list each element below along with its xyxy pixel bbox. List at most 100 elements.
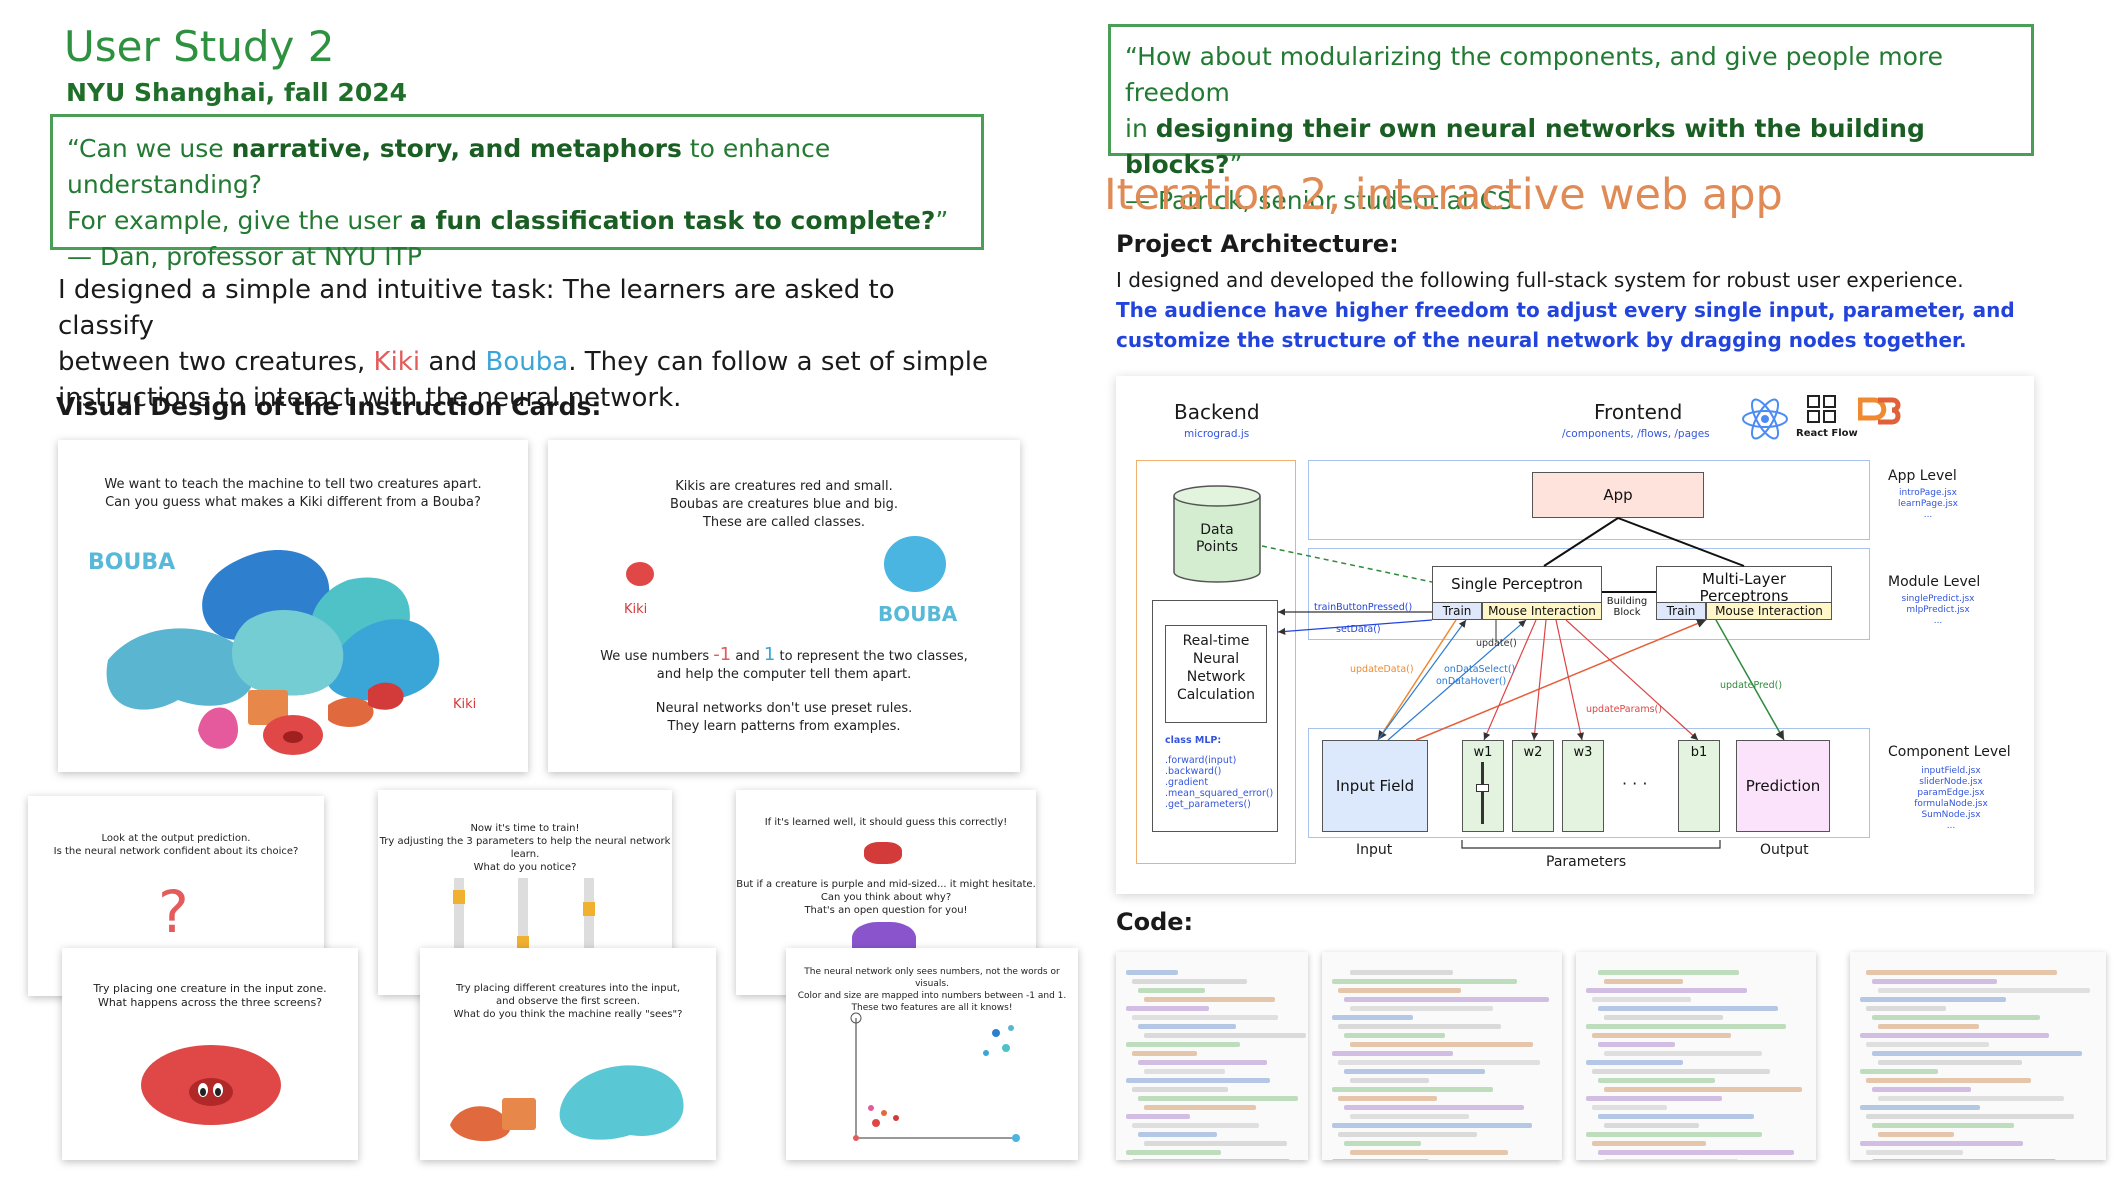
code-line — [1144, 1033, 1306, 1038]
train-button-event: trainButtonPressed() — [1314, 602, 1413, 613]
react-flow-icon — [1807, 395, 1836, 423]
file-name: sliderNode.jsx — [1919, 777, 1983, 787]
code-line — [1344, 1105, 1525, 1110]
code-line — [1586, 988, 1747, 993]
mlp-method: .get_parameters() — [1165, 799, 1251, 810]
update-data-event: updateData() — [1350, 664, 1414, 675]
node-text: Prediction — [1745, 777, 1821, 795]
app-level-label: App Level — [1888, 468, 1957, 484]
update-event: update() — [1476, 638, 1517, 649]
input-label: Input — [1356, 842, 1393, 858]
page-subtitle: NYU Shanghai, fall 2024 — [66, 78, 408, 107]
code-line — [1604, 1159, 1739, 1160]
code-line — [1350, 1006, 1493, 1011]
arch-text-highlight: The audience have higher freedom to adju… — [1116, 298, 2015, 322]
code-line — [1878, 1132, 1954, 1137]
code-line — [1592, 1105, 1667, 1110]
bias-node-b1[interactable]: b1 — [1678, 740, 1720, 832]
node-text: Real-time — [1182, 633, 1250, 649]
code-line — [1144, 1069, 1225, 1074]
code-line — [1344, 1069, 1485, 1074]
code-line — [1344, 1141, 1421, 1146]
kiki-label: Kiki — [453, 697, 477, 712]
code-screenshot-3 — [1576, 952, 1816, 1160]
code-line — [1872, 1015, 2040, 1020]
file-name: ... — [1946, 821, 1956, 831]
instruction-card-1: We want to teach the machine to tell two… — [58, 440, 528, 772]
kiki-label: Kiki — [373, 347, 421, 377]
mouse-interaction-tag[interactable]: Mouse Interaction — [1706, 602, 1832, 620]
card-text: What do you notice? — [473, 862, 577, 873]
weight-node-w3[interactable]: w3 — [1562, 740, 1604, 832]
code-line — [1598, 1150, 1794, 1155]
code-screenshot-1 — [1116, 952, 1308, 1160]
code-line — [1878, 1096, 2065, 1101]
file-name: learnPage.jsx — [1898, 499, 1958, 509]
code-line — [1126, 1150, 1221, 1155]
quote-text: ” — [1229, 150, 1243, 179]
code-line — [1586, 1096, 1723, 1101]
code-line — [1138, 1096, 1298, 1101]
code-line — [1586, 1024, 1787, 1029]
code-line — [1872, 1159, 2057, 1160]
backend-sub: micrograd.js — [1184, 428, 1250, 440]
weight-node-w2[interactable]: w2 — [1512, 740, 1554, 832]
slider-track — [583, 878, 595, 950]
code-line — [1604, 1087, 1802, 1092]
on-data-select-event: onDataSelect() — [1444, 664, 1516, 675]
code-line — [1138, 1060, 1267, 1065]
card-text: to represent the two classes, — [775, 649, 968, 664]
mlp-method: .forward(input) — [1165, 755, 1237, 766]
react-flow-label: React Flow — [1796, 428, 1858, 439]
node-text: Mouse Interaction — [1488, 604, 1596, 618]
card-text: What happens across the three screens? — [97, 996, 323, 1009]
code-line — [1586, 1060, 1683, 1065]
code-line — [1126, 1006, 1209, 1011]
body-text: instructions to interact with the neural… — [58, 383, 682, 413]
code-line — [1586, 1132, 1762, 1137]
code-line — [1338, 1096, 1437, 1101]
building-block-label: Building Block — [1606, 596, 1648, 618]
input-field-node[interactable]: Input Field — [1322, 740, 1428, 832]
node-text: b1 — [1690, 745, 1708, 760]
node-text: Points — [1195, 539, 1239, 555]
code-line — [1132, 1051, 1198, 1056]
app-node[interactable]: App — [1532, 472, 1704, 518]
mouse-interaction-tag[interactable]: Mouse Interaction — [1482, 602, 1602, 620]
code-line — [1604, 979, 1684, 984]
card-text: They learn patterns from examples. — [667, 719, 901, 734]
realtime-nn-node: Real-time Neural Network Calculation — [1165, 625, 1267, 723]
prediction-node[interactable]: Prediction — [1736, 740, 1830, 832]
code-line — [1332, 1123, 1533, 1128]
file-name: SumNode.jsx — [1921, 810, 1981, 820]
card-text: Kikis are creatures red and small. — [675, 479, 893, 494]
slider-track — [1481, 762, 1484, 824]
mlp-method: .mean_squared_error() — [1165, 788, 1274, 799]
code-line — [1878, 1024, 1980, 1029]
quote-emphasis: narrative, story, and metaphors — [231, 134, 682, 163]
quote-author: — Dan, professor at NYU ITP — [67, 242, 422, 271]
code-line — [1592, 1033, 1731, 1038]
arch-text: I designed and developed the following f… — [1116, 268, 1964, 292]
node-text: Train — [1666, 604, 1696, 618]
code-line — [1350, 970, 1454, 975]
code-line — [1872, 1051, 2083, 1056]
backend-container — [1136, 460, 1296, 864]
diagram-arrows — [1261, 517, 1785, 849]
mlp-node[interactable]: Multi-Layer Perceptrons — [1656, 566, 1832, 620]
number-1: 1 — [763, 644, 776, 665]
code-line — [1332, 979, 1517, 984]
code-line — [1144, 1141, 1287, 1146]
slider-handle[interactable] — [1476, 784, 1489, 792]
architecture-description: I designed and developed the following f… — [1116, 265, 2076, 355]
quote-text: For example, give the user — [67, 206, 410, 235]
train-button[interactable]: Train — [1656, 602, 1706, 620]
ellipsis: · · · — [1622, 774, 1648, 793]
node-text: Network — [1186, 669, 1246, 685]
code-line — [1344, 997, 1549, 1002]
arch-text-highlight: customize the structure of the neural ne… — [1116, 328, 1967, 352]
architecture-heading: Project Architecture: — [1116, 230, 1399, 258]
node-text: Perceptrons — [1699, 587, 1789, 605]
train-button[interactable]: Train — [1432, 602, 1482, 620]
code-line — [1598, 1042, 1675, 1047]
